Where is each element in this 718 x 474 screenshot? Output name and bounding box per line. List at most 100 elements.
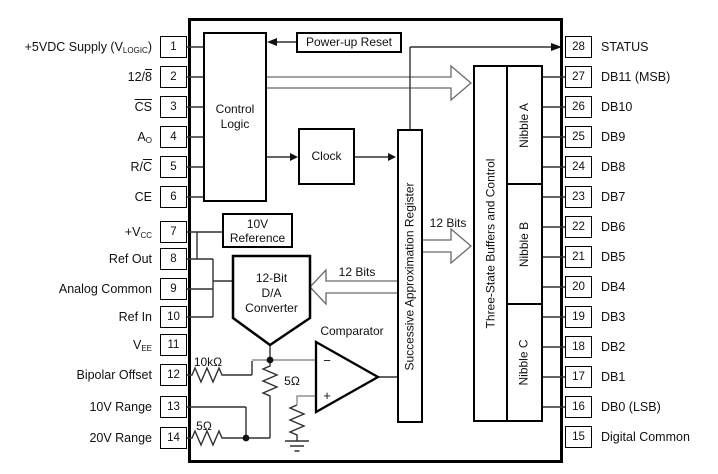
pin-label-7: +VCC <box>124 225 152 240</box>
reference-label-line2: Reference <box>229 230 286 245</box>
reference-label-line1: 10V <box>246 216 269 231</box>
resistor-5ohm-span-label: 5Ω <box>196 419 212 433</box>
dac-label-line1: 12-Bit <box>255 271 288 285</box>
resistor-5-span <box>187 429 270 447</box>
pin-label-19: DB3 <box>601 310 626 324</box>
pin-label-21: DB5 <box>601 250 626 264</box>
comparator-minus-sign: − <box>323 353 331 368</box>
dac-label-line3: Converter <box>245 301 298 315</box>
clock-box: Clock <box>298 128 355 185</box>
pin-box-8: 8 <box>160 248 187 270</box>
ground-symbol <box>285 440 309 452</box>
pin-box-24: 24 <box>565 156 592 178</box>
pin-box-22: 22 <box>565 216 592 238</box>
pin-box-7: 7 <box>160 221 187 243</box>
power-up-reset-box: Power-up Reset <box>296 32 402 53</box>
pin-label-22: DB6 <box>601 220 626 234</box>
pin-box-3: 3 <box>160 96 187 118</box>
pin-label-11: VEE <box>132 338 152 353</box>
pin-box-20: 20 <box>565 276 592 298</box>
pin-label-18: DB2 <box>601 340 626 354</box>
pin-label-26: DB10 <box>601 100 633 114</box>
reference-10v-box: 10V Reference <box>222 213 293 248</box>
bus-arrow-control <box>267 64 473 102</box>
pin-label-12: Bipolar Offset <box>76 368 152 382</box>
pin-label-27: DB11 (MSB) <box>601 70 671 84</box>
dac-label-line2: D/A <box>261 286 282 300</box>
pin-box-14: 14 <box>160 427 187 449</box>
bus-arrow-12bits-out <box>423 227 473 265</box>
pin-box-1: 1 <box>160 36 187 58</box>
pin-label-1: +5VDC Supply (VLOGIC) <box>24 40 152 55</box>
sar-label: Successive Approximation Register <box>402 181 417 371</box>
nibble-b-box: Nibble B <box>506 182 543 306</box>
pin-box-13: 13 <box>160 396 187 418</box>
comparator-plus-sign: + <box>323 388 331 403</box>
pin-label-8: Ref Out <box>108 252 152 266</box>
pin-box-16: 16 <box>565 396 592 418</box>
control-logic-label-line2: Logic <box>220 117 250 131</box>
dac-pentagon <box>231 254 312 347</box>
status-wire <box>409 46 551 129</box>
resistor-10k-bipolar <box>187 361 253 384</box>
pin-box-4: 4 <box>160 126 187 148</box>
nibble-c-label: Nibble C <box>517 339 531 386</box>
pin-label-2: 12/8 <box>127 70 152 84</box>
pin-label-16: DB0 (LSB) <box>601 400 661 414</box>
pin-box-17: 17 <box>565 366 592 388</box>
pin-box-21: 21 <box>565 246 592 268</box>
junction-dots <box>242 356 274 442</box>
pin-box-25: 25 <box>565 126 592 148</box>
pin-label-13: 10V Range <box>89 400 152 414</box>
nibble-b-label: Nibble B <box>517 221 532 267</box>
comparator-triangle <box>314 340 381 414</box>
pin-label-6: CE <box>134 190 152 204</box>
pin-box-2: 2 <box>160 66 187 88</box>
comparator-label: Comparator <box>320 324 384 338</box>
pin-box-18: 18 <box>565 336 592 358</box>
pin-label-28: STATUS <box>601 40 649 54</box>
power-up-reset-label: Power-up Reset <box>305 35 393 49</box>
clock-label: Clock <box>311 149 342 163</box>
bits12-dac-label: 12 Bits <box>338 265 376 279</box>
bits12-out-label: 12 Bits <box>429 216 467 230</box>
comparator-input-wires <box>252 359 316 405</box>
pin-label-17: DB1 <box>601 370 626 384</box>
pin-box-15: 15 <box>565 426 592 448</box>
pin-box-26: 26 <box>565 96 592 118</box>
pin-label-14: 20V Range <box>89 431 152 445</box>
pin-box-28: 28 <box>565 36 592 58</box>
pin-label-5: R/C <box>130 160 152 174</box>
pin-label-24: DB8 <box>601 160 626 174</box>
arrowheads <box>267 38 562 161</box>
pin-box-10: 10 <box>160 306 187 328</box>
pin-label-10: Ref In <box>118 310 152 324</box>
pin-box-6: 6 <box>160 186 187 208</box>
pin-label-23: DB7 <box>601 190 626 204</box>
nibble-c-box: Nibble C <box>506 303 543 422</box>
pin-box-5: 5 <box>160 156 187 178</box>
resistor-5ohm-mid-label: 5Ω <box>284 374 300 388</box>
three-state-buffers-label: Three-State Buffers and Control <box>483 158 497 329</box>
three-state-buffers-box: Three-State Buffers and Control <box>473 65 508 422</box>
bus-arrows <box>267 64 473 306</box>
dac-label: 12-Bit D/A Converter <box>233 271 310 316</box>
pin-label-15: Digital Common <box>601 430 690 444</box>
resistor-10k-label: 10kΩ <box>193 355 223 369</box>
pin-box-9: 9 <box>160 278 187 300</box>
nibble-a-box: Nibble A <box>506 65 543 185</box>
pin-label-9: Analog Common <box>58 282 152 296</box>
nibble-a-label: Nibble A <box>517 102 532 148</box>
resistor-plus-input <box>288 404 306 441</box>
pin-box-27: 27 <box>565 66 592 88</box>
control-logic-label-line1: Control <box>215 102 255 116</box>
resistor-5-mid <box>261 361 279 438</box>
pin-label-25: DB9 <box>601 130 626 144</box>
control-logic-box: Control Logic <box>203 32 267 202</box>
pin-box-12: 12 <box>160 364 187 386</box>
pin-label-3: CS <box>134 100 152 114</box>
pin-box-19: 19 <box>565 306 592 328</box>
pin-box-23: 23 <box>565 186 592 208</box>
